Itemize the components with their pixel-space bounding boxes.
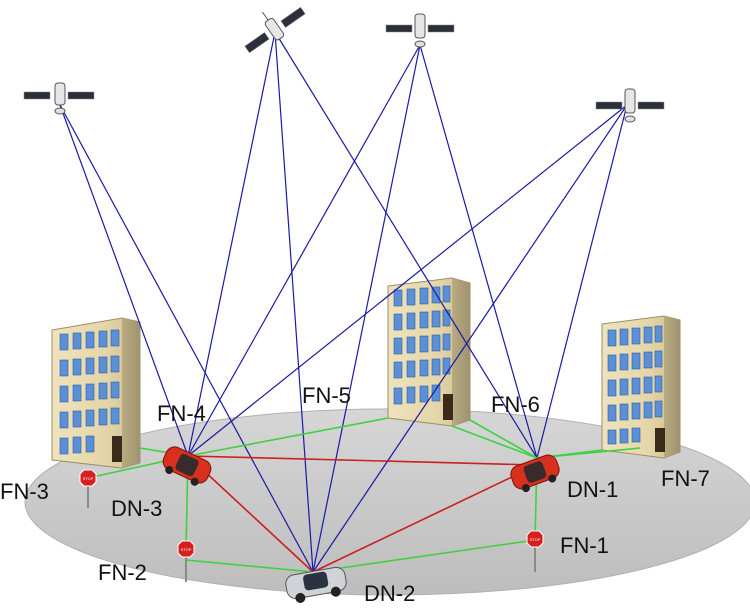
door (443, 394, 453, 420)
link-dn3-fn5 (187, 417, 389, 457)
link-sat1-dn2 (59, 104, 314, 573)
label-fn2: FN-2 (98, 560, 147, 585)
car-dn3 (162, 446, 212, 486)
link-sat4-dn2 (312, 104, 628, 573)
windows (393, 285, 451, 405)
stop-sign-text: STOP (83, 476, 94, 481)
link-dn1-fn6 (451, 425, 538, 459)
fog-links (87, 417, 641, 573)
stop-sign-fn2: STOP (177, 540, 195, 582)
label-fn6: FN-6 (491, 392, 540, 417)
building-center (387, 277, 471, 427)
satellite-icon (385, 13, 455, 48)
windows (607, 325, 663, 445)
satellite-icon (23, 82, 95, 115)
label-fn3: FN-3 (0, 479, 49, 504)
link-sat2-dn1 (274, 31, 538, 459)
link-sat3-dn1 (419, 44, 538, 459)
door (655, 428, 665, 452)
satellite-links (59, 31, 628, 573)
link-sat4-dn1 (536, 104, 628, 459)
building-right (601, 315, 681, 459)
stop-sign-fn3: STOP (79, 469, 97, 508)
link-dn2-fn1 (312, 539, 536, 573)
stop-sign-text: STOP (530, 537, 541, 542)
link-dn1-fn5 (469, 419, 538, 459)
label-dn3: DN-3 (111, 496, 162, 521)
door (112, 436, 122, 462)
car-dn2 (285, 566, 347, 603)
building-left (51, 317, 141, 469)
link-sat3-dn3 (187, 44, 421, 457)
link-fn2-dn2 (185, 559, 314, 573)
satellite-icon (595, 88, 665, 123)
stop-sign-fn1: STOP (526, 530, 544, 572)
label-dn2: DN-2 (364, 581, 415, 606)
link-sat2-dn2 (274, 31, 314, 573)
stop-sign-text: STOP (181, 547, 192, 552)
link-dn3-dn1 (187, 455, 538, 466)
link-sat4-dn3 (187, 104, 628, 457)
label-fn7: FN-7 (661, 466, 710, 491)
link-sat3-dn2 (312, 44, 421, 573)
label-dn1: DN-1 (567, 477, 618, 502)
label-fn5: FN-5 (302, 383, 351, 408)
satellite-icon (244, 6, 306, 54)
link-sat1-dn3 (59, 104, 189, 457)
label-fn4: FN-4 (157, 401, 206, 426)
windows (59, 329, 120, 455)
car-dn1 (510, 454, 560, 493)
link-dn2-dn1 (312, 464, 538, 573)
link-dn1-fn7b (536, 447, 641, 459)
label-fn1: FN-1 (560, 533, 609, 558)
link-sat2-dn3 (187, 31, 276, 457)
